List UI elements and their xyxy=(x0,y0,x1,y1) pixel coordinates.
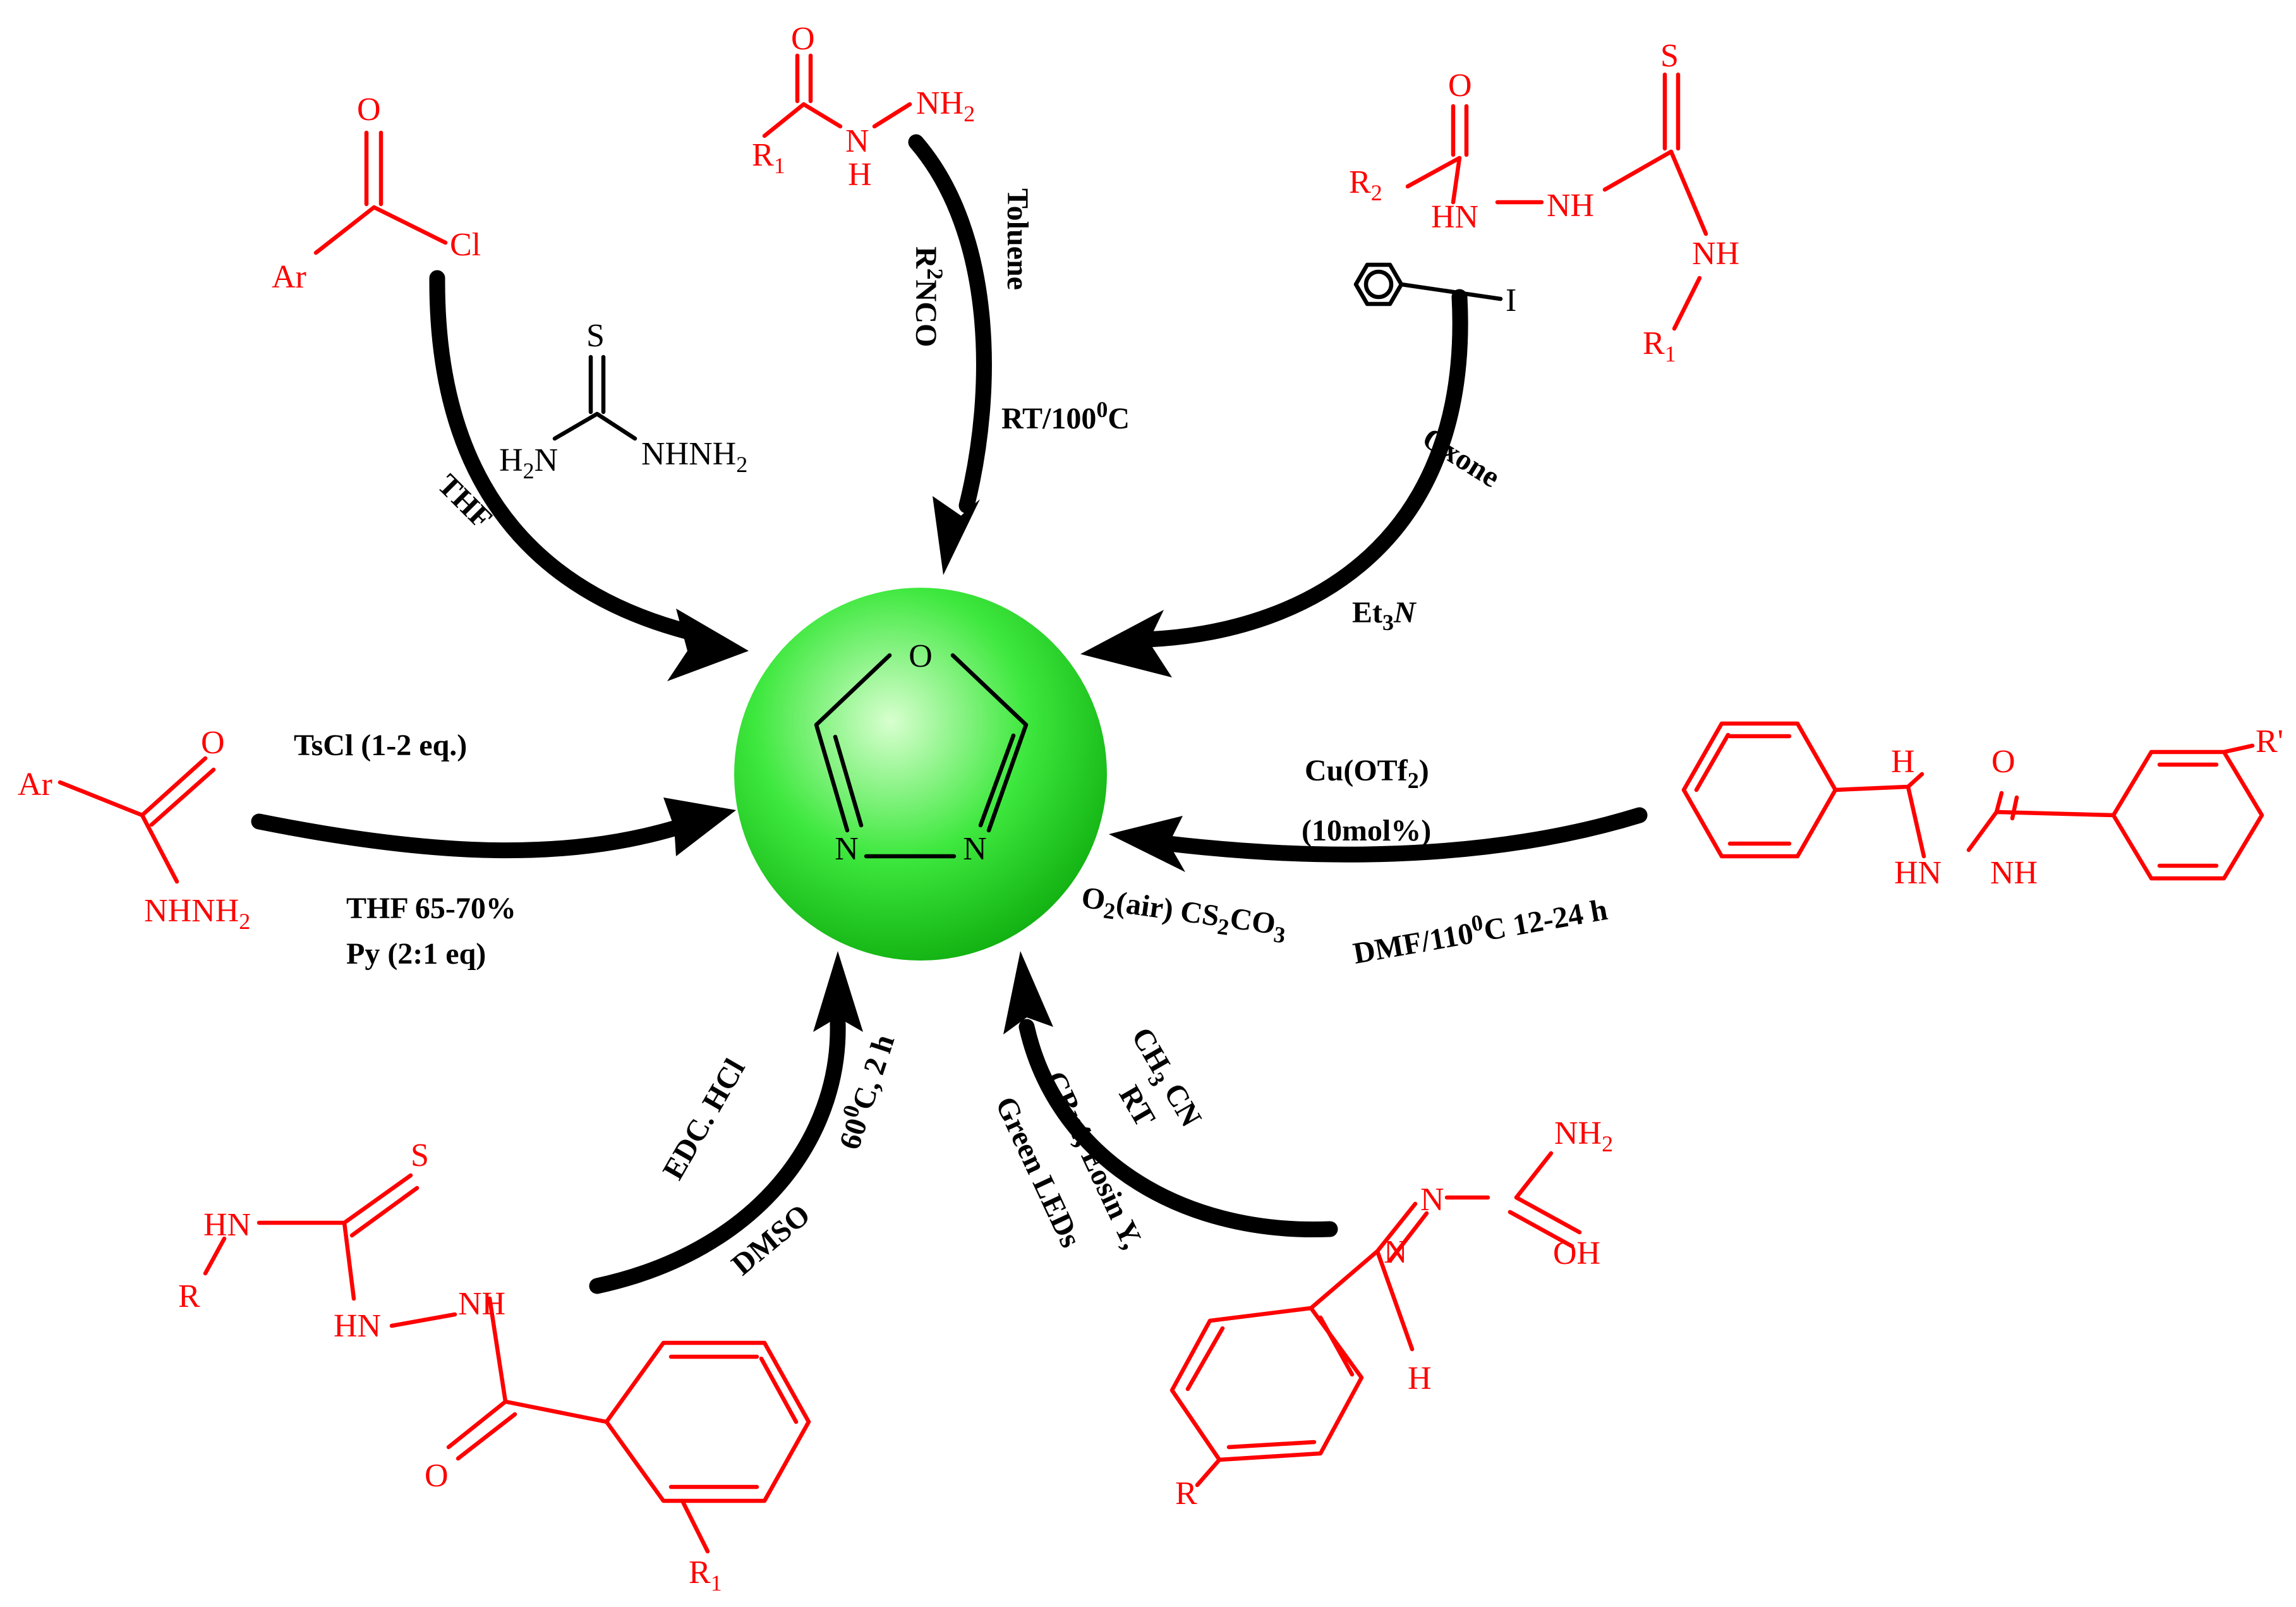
atom-label: O xyxy=(357,92,381,128)
condition-o2-cs2co3: O2(air) CS2CO3 xyxy=(1079,880,1289,948)
atom-label: O xyxy=(1991,744,2015,780)
product-oxadiazole: O N N xyxy=(734,588,1107,961)
atom-label: HN xyxy=(1431,199,1478,235)
atom-label: R' xyxy=(2256,724,2283,760)
reactant-hydrazide-top: O NH2 R1 N H xyxy=(752,21,975,193)
atom-label: OH xyxy=(1553,1235,1600,1271)
atom-label: R1 xyxy=(752,137,785,178)
atom-label: HN xyxy=(1894,855,1942,891)
reactant-thiosemicarbazide-top-right: O S R2 HN NH NH R1 xyxy=(1349,38,1739,367)
atom-label: R1 xyxy=(689,1555,722,1596)
atom-label: O xyxy=(791,21,815,57)
arrow-bottom-right xyxy=(1018,1019,1338,1238)
arrowhead xyxy=(1080,610,1172,677)
arrowhead xyxy=(813,951,863,1032)
atom-label: O xyxy=(1448,68,1472,104)
atom-label: Ar xyxy=(18,767,52,803)
arrow-top-left xyxy=(429,270,697,640)
condition-et3n: Et3N xyxy=(1352,596,1417,635)
atom-label: NH xyxy=(1990,855,2038,891)
arrowhead xyxy=(933,496,980,575)
reactant-benzyl-hydrazide: H O R' HN NH xyxy=(1681,721,2283,891)
condition-cuotf: Cu(OTf2) xyxy=(1305,754,1429,793)
arrow-top-right xyxy=(1139,289,1468,648)
atom-label: R xyxy=(1175,1476,1197,1512)
reagent-iodobenzene: I xyxy=(1353,262,1516,318)
atom-label: NH2 xyxy=(1554,1115,1613,1156)
atom-label: H xyxy=(1408,1361,1432,1397)
atom-label: S xyxy=(1660,38,1679,74)
atom-label: O xyxy=(909,638,933,674)
atom-label: Cl xyxy=(450,227,481,263)
atom-label: Ar xyxy=(272,259,306,295)
atom-label: N xyxy=(835,831,859,867)
condition-toluene: Toluene xyxy=(1001,188,1034,290)
reactant-semicarbazone: NH2 N N OH H R xyxy=(1169,1115,1613,1512)
atom-label: S xyxy=(411,1137,429,1173)
atom-label: O xyxy=(425,1458,449,1494)
atom-label: NHNH2 xyxy=(144,893,250,934)
atom-label: NH xyxy=(1692,236,1739,272)
atom-label: N xyxy=(963,831,987,867)
atom-label: NH xyxy=(458,1286,505,1322)
arrowhead xyxy=(1109,816,1185,872)
arrows xyxy=(251,134,1648,1294)
arrowhead xyxy=(663,797,736,856)
atom-label: I xyxy=(1506,282,1516,318)
reactant-thiosemicarbazide-bottom-left: S HN R HN NH O R1 xyxy=(178,1137,811,1596)
reactant-aroyl-hydrazide: Ar O NHNH2 xyxy=(18,725,250,934)
atom-label: O xyxy=(201,725,225,761)
green-sphere xyxy=(734,588,1107,961)
atom-label: H xyxy=(848,157,872,193)
atom-label: H2N xyxy=(499,442,558,483)
arrowhead xyxy=(1003,951,1053,1034)
arrow-bottom-left xyxy=(589,1016,846,1294)
condition-thf: THF xyxy=(431,468,498,535)
atom-label: H xyxy=(1891,744,1915,780)
atom-label: R xyxy=(178,1278,200,1314)
reagent-thiosemicarbazide: S H2N NHNH2 xyxy=(499,318,747,483)
atom-label: R1 xyxy=(1643,325,1676,367)
condition-thf-yield: THF 65-70% xyxy=(346,892,516,925)
condition-10mol: (10mol%) xyxy=(1302,814,1431,847)
atom-label: HN xyxy=(203,1207,251,1243)
atom-label: N xyxy=(1420,1182,1444,1218)
atom-label: NHNH2 xyxy=(641,436,747,477)
condition-rt100: RT/1000C xyxy=(1001,397,1130,435)
condition-dmf: DMF/1100C 12-24 h xyxy=(1350,888,1610,971)
condition-edc-hcl: EDC. HCl xyxy=(656,1053,752,1186)
condition-dmso: DMSO xyxy=(725,1198,816,1282)
arrow-top-center xyxy=(908,134,992,514)
reactant-acid-chloride: O Cl Ar xyxy=(272,92,481,295)
condition-tscl: TsCl (1-2 eq.) xyxy=(294,729,467,762)
atom-label: S xyxy=(586,318,605,354)
arrow-right xyxy=(1161,807,1648,863)
atom-label: N xyxy=(845,123,869,159)
atom-label: HN xyxy=(334,1308,381,1344)
atom-label: NH xyxy=(1547,188,1594,224)
atom-label: NH2 xyxy=(916,85,975,126)
atom-label: R2 xyxy=(1349,164,1382,205)
condition-r2nco: R2NCO xyxy=(909,246,948,347)
arrowhead xyxy=(667,609,749,681)
arrow-left xyxy=(251,813,684,859)
atom-label: N xyxy=(1384,1234,1408,1270)
condition-py: Py (2:1 eq) xyxy=(346,937,486,971)
